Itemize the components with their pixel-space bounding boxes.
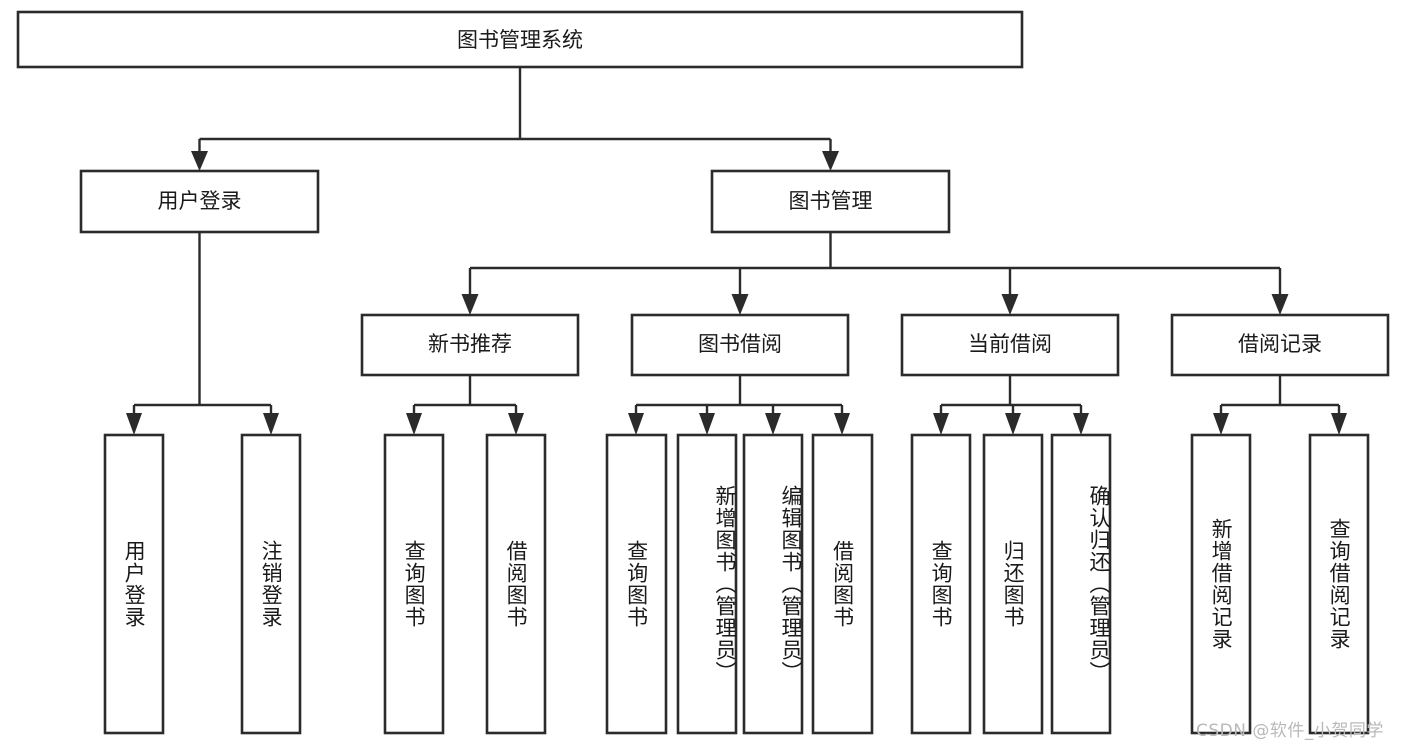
arrow-head-leaf-query-record — [1331, 413, 1347, 435]
node-leaf-query-book-rec-box[interactable] — [383, 433, 445, 735]
node-leaf-add-record-box[interactable] — [1190, 433, 1252, 735]
arrow-head-book-borrow — [731, 294, 749, 315]
node-leaf-logout-box[interactable] — [240, 433, 302, 735]
edges-new-book-recommend-to-leaves — [406, 375, 524, 435]
arrow-head-leaf-return-book — [1005, 413, 1021, 435]
arrow-head-book-manage — [822, 151, 839, 171]
node-root-box[interactable] — [16, 10, 1024, 69]
node-current-borrow-label: 当前借阅 — [968, 332, 1052, 356]
arrow-head-leaf-logout — [263, 413, 279, 435]
node-new-book-recommend-box[interactable] — [360, 313, 580, 377]
node-leaf-edit-book-box[interactable] — [742, 433, 804, 735]
arrow-head-borrow-record — [1271, 294, 1289, 315]
node-new-book-recommend-label: 新书推荐 — [428, 332, 512, 356]
arrow-head-user-login — [191, 151, 208, 171]
leaf-boxes — [103, 433, 1370, 735]
node-borrow-record-box[interactable] — [1170, 313, 1390, 377]
node-root-label: 图书管理系统 — [457, 28, 583, 52]
edges-book-manage-to-level3 — [461, 232, 1289, 315]
node-leaf-borrow-book-rec-box[interactable] — [485, 433, 547, 735]
node-leaf-add-book-box[interactable] — [676, 433, 738, 735]
node-book-borrow[interactable]: 图书借阅 — [630, 313, 850, 377]
node-book-borrow-label: 图书借阅 — [698, 332, 782, 356]
node-leaf-return-book-box[interactable] — [982, 433, 1044, 735]
node-borrow-record-label: 借阅记录 — [1238, 332, 1322, 356]
node-book-manage-label: 图书管理 — [789, 189, 873, 213]
node-leaf-confirm-return-box[interactable] — [1050, 433, 1112, 735]
node-current-borrow[interactable]: 当前借阅 — [900, 313, 1120, 377]
node-book-manage[interactable]: 图书管理 — [710, 169, 951, 234]
node-current-borrow-box[interactable] — [900, 313, 1120, 377]
node-user-login-label: 用户登录 — [158, 189, 242, 213]
node-leaf-user-login-box[interactable] — [103, 433, 165, 735]
node-leaf-borrow-book-box[interactable] — [811, 433, 874, 735]
arrow-head-leaf-user-login — [126, 413, 142, 435]
node-user-login-box[interactable] — [79, 169, 320, 234]
node-user-login[interactable]: 用户登录 — [79, 169, 320, 234]
arrow-head-current-borrow — [1001, 294, 1019, 315]
arrow-head-leaf-query-book-cur — [933, 413, 949, 435]
arrow-head-leaf-borrow-book — [834, 413, 850, 435]
node-leaf-query-record-box[interactable] — [1308, 433, 1370, 735]
csdn-watermark: CSDN @软件_小贺同学 — [1196, 721, 1384, 741]
edges-root-to-level2 — [191, 67, 839, 171]
node-leaf-query-book-cur-box[interactable] — [910, 433, 972, 735]
arrow-head-leaf-add-book — [699, 413, 715, 435]
arrow-head-leaf-query-book-borrow — [628, 413, 644, 435]
arrow-head-new-book-recommend — [461, 294, 479, 315]
arrow-head-leaf-confirm-return — [1073, 413, 1089, 435]
node-book-manage-box[interactable] — [710, 169, 951, 234]
edges-borrow-record-to-leaves — [1213, 375, 1347, 435]
edges-current-borrow-to-leaves — [933, 375, 1089, 435]
node-root[interactable]: 图书管理系统 — [16, 10, 1024, 69]
node-new-book-recommend[interactable]: 新书推荐 — [360, 313, 580, 377]
arrow-head-leaf-borrow-book-rec — [508, 413, 524, 435]
arrow-head-leaf-query-book-rec — [406, 413, 422, 435]
edges-book-borrow-to-leaves — [628, 375, 850, 435]
node-leaf-query-book-borrow-box[interactable] — [605, 433, 668, 735]
edges-user-login-to-leaves — [126, 232, 279, 435]
arrow-head-leaf-add-record — [1213, 413, 1229, 435]
arrow-head-leaf-edit-book — [765, 413, 781, 435]
node-book-borrow-box[interactable] — [630, 313, 850, 377]
node-borrow-record[interactable]: 借阅记录 — [1170, 313, 1390, 377]
